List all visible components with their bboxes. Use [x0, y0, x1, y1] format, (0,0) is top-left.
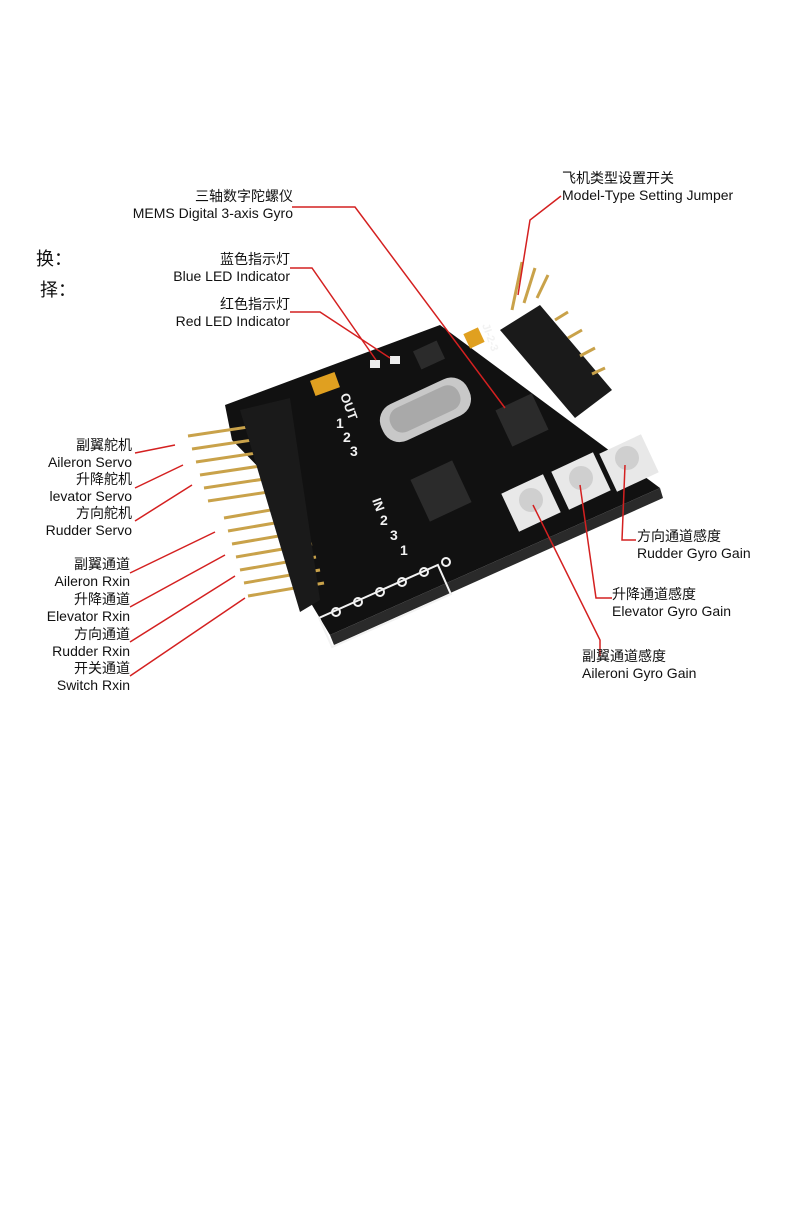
- label-elevator-rxin: 升降通道 Elevator Rxin: [0, 591, 130, 625]
- leader-elevator-gain: [579, 484, 612, 599]
- label-rudder-servo: 方向舵机 Rudder Servo: [0, 505, 132, 539]
- label-switch-rxin: 开关通道 Switch Rxin: [0, 660, 130, 694]
- leader-lines: [129, 195, 636, 677]
- label-elevator-servo-en: levator Servo: [49, 488, 132, 504]
- label-mems-gyro-zh: 三轴数字陀螺仪: [195, 188, 293, 204]
- label-rudder-servo-zh: 方向舵机: [76, 505, 132, 521]
- leader-aileron-servo: [134, 444, 176, 454]
- label-elevator-servo: 升降舵机 levator Servo: [0, 471, 132, 505]
- label-rudder-rxin: 方向通道 Rudder Rxin: [0, 626, 130, 660]
- label-aileron-servo-en: Aileron Servo: [47, 454, 132, 470]
- leader-blue-led: [290, 267, 377, 361]
- label-elevator-servo-zh: 升降舵机: [76, 471, 132, 487]
- label-mems-gyro-en: MEMS Digital 3-axis Gyro: [132, 205, 293, 221]
- label-red-led-en: Red LED Indicator: [175, 313, 290, 329]
- silk-out-3: 3: [350, 443, 358, 459]
- label-aileron-servo-zh: 副翼舵机: [76, 437, 132, 453]
- leader-rudder-servo: [134, 484, 193, 522]
- leader-rudder-rxin: [129, 575, 236, 643]
- leader-aileron-gain: [532, 504, 601, 656]
- silk-out-2: 2: [343, 429, 351, 445]
- crystal-oscillator: [379, 377, 472, 443]
- label-aileron-servo: 副翼舵机 Aileron Servo: [0, 437, 132, 471]
- red-led: [390, 356, 400, 364]
- label-rudder-gain-zh: 方向通道感度: [637, 528, 721, 544]
- label-model-type-jumper-en: Model-Type Setting Jumper: [562, 187, 734, 203]
- label-model-type-jumper: 飞机类型设置开关 Model-Type Setting Jumper: [562, 170, 733, 204]
- leader-mems: [292, 206, 506, 409]
- silk-in-3: 3: [390, 527, 398, 543]
- label-mems-gyro: 三轴数字陀螺仪 MEMS Digital 3-axis Gyro: [88, 188, 293, 222]
- label-model-type-jumper-zh: 飞机类型设置开关: [562, 170, 674, 186]
- pad-row: [317, 557, 453, 649]
- leader-jumper: [517, 195, 562, 296]
- mcu-chip: [410, 460, 472, 522]
- gyro-chip: [495, 393, 549, 447]
- leader-aileron-rxin: [129, 531, 216, 574]
- label-elevator-gain: 升降通道感度 Elevator Gyro Gain: [612, 586, 731, 620]
- label-elevator-rxin-en: Elevator Rxin: [46, 608, 130, 624]
- gain-pots: [501, 434, 659, 532]
- blue-led: [370, 360, 380, 368]
- label-blue-led: 蓝色指示灯 Blue LED Indicator: [110, 251, 290, 285]
- leader-red-led: [290, 311, 391, 359]
- label-elevator-rxin-zh: 升降通道: [74, 591, 130, 607]
- label-rudder-gain-en: Rudder Gyro Gain: [637, 545, 751, 561]
- silk-in: IN: [369, 496, 388, 513]
- servo-header-block: [240, 398, 320, 612]
- label-aileron-gain-zh: 副翼通道感度: [582, 648, 666, 664]
- label-elevator-gain-zh: 升降通道感度: [612, 586, 696, 602]
- pcb-edge: [330, 488, 663, 645]
- silk-out-1: 1: [336, 415, 344, 431]
- label-aileron-rxin-zh: 副翼通道: [74, 556, 130, 572]
- tantalum-cap: [310, 372, 340, 396]
- label-aileron-gain: 副翼通道感度 Aileroni Gyro Gain: [582, 648, 696, 682]
- leader-elevator-rxin: [129, 554, 226, 608]
- partial-text-2: 择：: [40, 280, 76, 301]
- partial-text-1: 换：: [36, 249, 72, 270]
- label-blue-led-zh: 蓝色指示灯: [220, 251, 290, 267]
- label-aileron-rxin: 副翼通道 Aileron Rxin: [0, 556, 130, 590]
- label-blue-led-en: Blue LED Indicator: [173, 268, 290, 284]
- label-rudder-servo-en: Rudder Servo: [45, 522, 132, 538]
- jumper-header: [463, 261, 612, 418]
- leader-elevator-servo: [134, 464, 184, 489]
- label-elevator-gain-en: Elevator Gyro Gain: [612, 603, 732, 619]
- label-aileron-gain-en: Aileroni Gyro Gain: [582, 665, 697, 681]
- label-switch-rxin-en: Switch Rxin: [56, 677, 130, 693]
- label-rudder-gain: 方向通道感度 Rudder Gyro Gain: [637, 528, 751, 562]
- label-red-led: 红色指示灯 Red LED Indicator: [110, 296, 290, 330]
- label-aileron-rxin-en: Aileron Rxin: [54, 573, 130, 589]
- label-rudder-rxin-zh: 方向通道: [74, 626, 130, 642]
- label-red-led-zh: 红色指示灯: [220, 296, 290, 312]
- leader-rudder-gain: [621, 464, 636, 541]
- regulator-chip: [412, 340, 446, 370]
- silk-in-2: 2: [380, 512, 388, 528]
- label-rudder-rxin-en: Rudder Rxin: [52, 643, 130, 659]
- label-switch-rxin-zh: 开关通道: [74, 660, 130, 676]
- silk-in-1: 1: [400, 542, 408, 558]
- leader-switch-rxin: [129, 597, 246, 677]
